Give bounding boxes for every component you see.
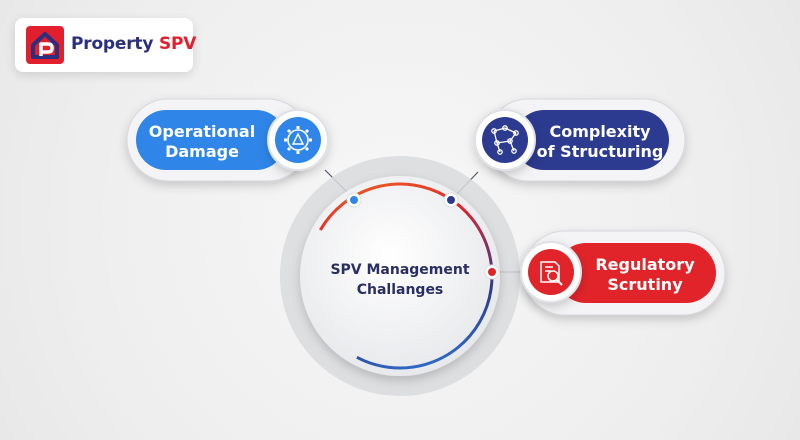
center-hub [280, 156, 520, 396]
pill-regulatory[interactable] [556, 243, 716, 303]
label-regulatory-scrutiny: Regulatory Scrutiny [595, 255, 695, 294]
network-nodes-icon [491, 125, 519, 155]
brand-name: Property SPV [71, 34, 196, 54]
document-inspect-icon [540, 261, 563, 286]
dot-regulatory [488, 268, 496, 276]
brand-logo[interactable]: Property SPV [15, 18, 196, 72]
center-title: SPV Management Challanges [330, 262, 470, 298]
pill-operational[interactable] [136, 110, 286, 170]
brand-name-part1: Property [71, 34, 154, 54]
label-operational-damage: Operational Damage [148, 122, 256, 161]
icon-complexity [474, 109, 536, 171]
dot-complexity [447, 196, 455, 204]
gear-warning-icon [284, 126, 312, 154]
house-logo-icon [26, 26, 64, 64]
dot-operational [350, 196, 358, 204]
pill-complexity[interactable] [514, 110, 669, 170]
icon-operational [267, 109, 329, 171]
icon-regulatory [520, 241, 582, 303]
connector-dots [346, 192, 500, 280]
brand-name-part2: SPV [158, 34, 197, 54]
label-complexity-of-structuring: Complexity of Structuring [536, 122, 664, 161]
center-inner-circle [300, 176, 500, 376]
